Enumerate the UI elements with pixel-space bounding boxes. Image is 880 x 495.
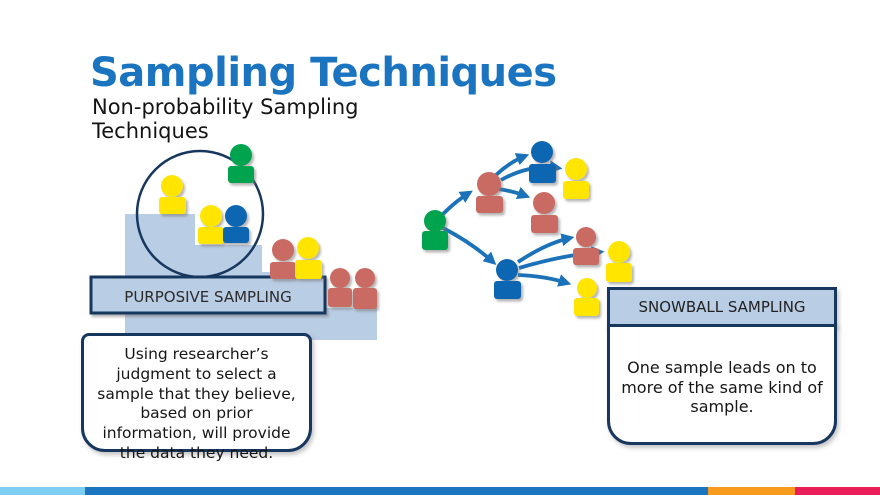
person-body: [198, 227, 224, 244]
slide-subtitle: Non-probability Sampling Techniques: [92, 95, 359, 143]
footer-stripe-pink: [795, 487, 880, 495]
purposive-label-rect: [89, 275, 327, 315]
person-body: [529, 164, 556, 183]
person-head: [161, 175, 183, 197]
referral-arrow-red1-to-blue1: [494, 153, 530, 177]
person-head: [200, 205, 222, 227]
person-yellow-figure: [159, 175, 186, 214]
person-green-figure: [422, 210, 448, 250]
person-body: [494, 281, 521, 299]
footer-stripe-blue: [85, 487, 708, 495]
footer-stripe-orange: [708, 487, 795, 495]
person-body: [422, 231, 448, 250]
person-head: [576, 227, 596, 247]
person-body: [574, 298, 599, 316]
person-body: [573, 248, 599, 265]
person-red-figure: [270, 239, 296, 279]
person-yellow-figure: [295, 237, 322, 279]
person-red-figure: [573, 227, 599, 265]
footer-stripe-light-blue: [0, 487, 85, 495]
person-blue-figure: [529, 141, 556, 183]
person-head: [531, 141, 553, 163]
referral-arrow-blue2-to-yellow3: [517, 273, 572, 287]
person-body: [223, 227, 249, 243]
snowball-description: One sample leads on to more of the same …: [621, 358, 823, 416]
person-head: [272, 239, 294, 261]
person-head: [330, 268, 350, 288]
person-head: [533, 192, 555, 214]
person-head: [577, 278, 597, 298]
purposive-description-box: Using researcher’s judgment to select a …: [81, 333, 312, 462]
person-red-figure: [353, 268, 377, 309]
person-head: [297, 237, 319, 259]
person-head: [424, 210, 446, 232]
person-body: [228, 166, 254, 183]
snowball-label-box: SNOWBALL SAMPLING: [607, 287, 837, 327]
person-blue-figure: [494, 259, 521, 299]
snowball-label: SNOWBALL SAMPLING: [638, 298, 806, 316]
person-body: [476, 196, 503, 213]
slide-title: Sampling Techniques: [90, 50, 557, 96]
person-green-figure: [228, 144, 254, 183]
person-body: [295, 260, 322, 279]
person-yellow-figure: [563, 158, 589, 199]
person-head: [608, 241, 630, 263]
person-red-figure: [531, 192, 558, 233]
person-body: [606, 263, 632, 282]
person-body: [353, 288, 377, 309]
person-body: [328, 288, 352, 307]
person-head: [225, 205, 247, 227]
purposive-label: PURPOSIVE SAMPLING: [124, 288, 291, 306]
person-head: [565, 158, 587, 180]
referral-arrow-green-to-blue2: [442, 226, 497, 266]
person-body: [270, 262, 296, 279]
referral-arrow-green-to-red1: [441, 190, 473, 216]
person-head: [230, 144, 252, 166]
person-body: [159, 197, 186, 214]
referral-arrow-red1-to-red2: [497, 186, 531, 200]
referral-arrow-blue2-to-red3: [516, 233, 575, 264]
purposive-description: Using researcher’s judgment to select a …: [97, 345, 296, 462]
person-body: [563, 181, 589, 199]
person-head: [496, 259, 518, 281]
person-body: [531, 215, 558, 233]
snowball-diagram: [422, 141, 632, 316]
purposive-diagram: [89, 144, 377, 340]
person-red-figure: [476, 172, 503, 213]
person-head: [355, 268, 375, 288]
person-blue-figure: [223, 205, 249, 243]
person-yellow-figure: [574, 278, 599, 316]
person-yellow-figure: [198, 205, 224, 244]
person-yellow-figure: [606, 241, 632, 282]
snowball-description-box: One sample leads on to more of the same …: [607, 324, 837, 445]
person-head: [477, 172, 501, 196]
person-red-figure: [328, 268, 352, 307]
